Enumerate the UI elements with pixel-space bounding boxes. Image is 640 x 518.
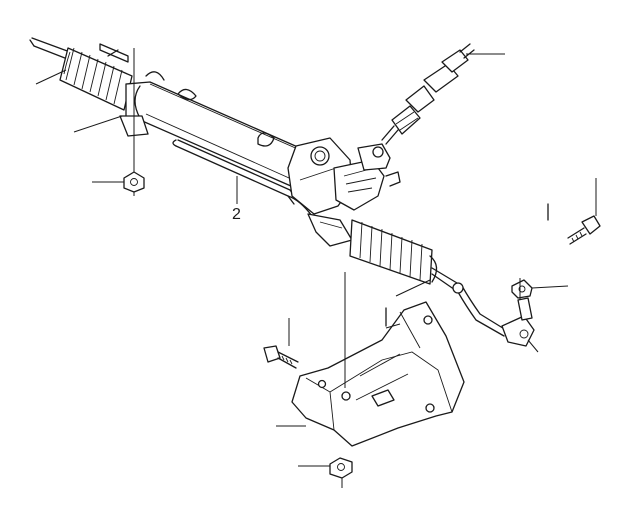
rack-housing: [119, 71, 317, 191]
callout-label-2: 2: [232, 206, 241, 223]
mounting-bracket: [291, 301, 465, 447]
break-marks: [385, 203, 549, 329]
right-tie-rod: [431, 267, 507, 337]
nut-bottom: [329, 457, 353, 479]
left-bellows: [59, 47, 133, 111]
tie-rod-end: [501, 297, 535, 347]
bolt-bracket: [263, 345, 299, 369]
bolt-right: [567, 215, 601, 245]
valve-housing: [287, 137, 401, 247]
nut-left: [123, 171, 145, 193]
pinion-shaft: [381, 43, 475, 145]
nut-tie-rod: [511, 279, 533, 299]
leader-lines: [35, 48, 597, 488]
left-tie-rod: [29, 37, 71, 61]
right-bellows: [349, 219, 438, 285]
left-clip-bracket: [99, 43, 129, 63]
